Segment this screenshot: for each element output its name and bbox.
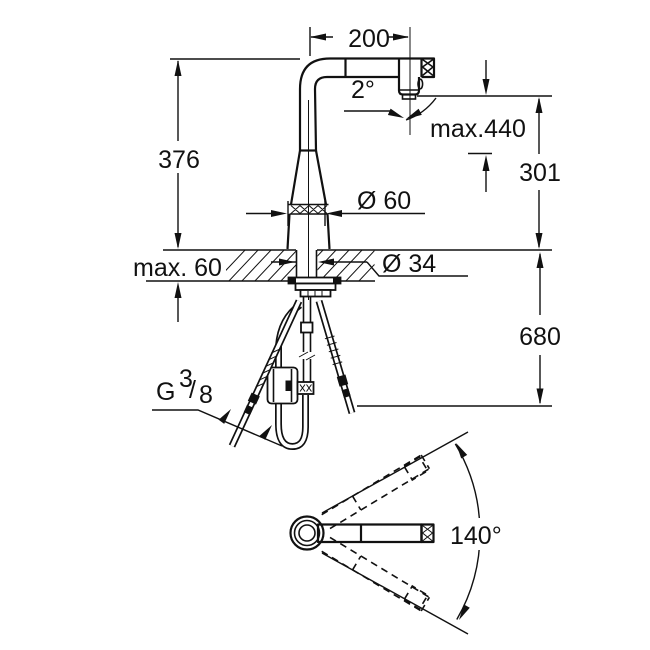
mounting-shank — [295, 250, 318, 278]
dim-hose-length — [357, 252, 552, 407]
guide-tube — [296, 296, 316, 395]
thread-size-label: G 3 / 8 — [156, 365, 213, 409]
dim-hose-length-label: 680 — [519, 323, 561, 351]
spray-head — [397, 77, 424, 100]
spray-handle-grip — [420, 58, 434, 77]
dim-deck-thickness-label: max. 60 — [133, 254, 222, 282]
dim-spray-angle — [344, 97, 437, 121]
dim-body-height-label: 376 — [158, 146, 200, 174]
base-knurl-band — [288, 203, 329, 215]
thread-numerator: 3 — [179, 365, 193, 393]
swivel-arm-upper-dashed — [321, 454, 431, 530]
dim-max-height — [417, 60, 552, 192]
countertop-section — [146, 249, 552, 282]
dim-spray-angle-label: 2° — [351, 76, 375, 104]
deck-hatching-right — [317, 250, 375, 281]
thread-denominator: 8 — [199, 381, 213, 409]
dim-deck-thickness — [174, 282, 182, 322]
swivel-range-label: 140° — [450, 522, 502, 550]
thread-letter: G — [156, 378, 175, 406]
dim-hole-diameter-label: Ø 34 — [382, 250, 436, 278]
dim-base-diameter-label: Ø 60 — [357, 187, 411, 215]
dim-outlet-height — [535, 97, 543, 249]
faucet-body — [286, 57, 436, 300]
supply-hose-right — [315, 300, 356, 414]
dim-spout-reach-label: 200 — [348, 25, 390, 53]
thread-slash: / — [189, 376, 196, 404]
deck-hatching-left — [226, 250, 296, 281]
mounting-hardware — [287, 276, 342, 298]
thread-leader — [152, 409, 283, 447]
supply-hose-left — [228, 299, 303, 448]
swivel-arm-lower-dashed — [321, 536, 431, 612]
dim-swivel-range — [321, 431, 481, 635]
dim-body-height — [170, 58, 300, 249]
dim-max-height-label: max.440 — [430, 115, 526, 143]
dim-hole-diameter — [271, 258, 468, 277]
dim-base-diameter — [246, 201, 425, 226]
hose-weight — [266, 366, 299, 405]
pivot-circles — [289, 515, 325, 551]
top-view-swivel — [289, 431, 481, 635]
spout-arm-top-view — [316, 523, 435, 544]
dim-outlet-height-label: 301 — [519, 159, 561, 187]
